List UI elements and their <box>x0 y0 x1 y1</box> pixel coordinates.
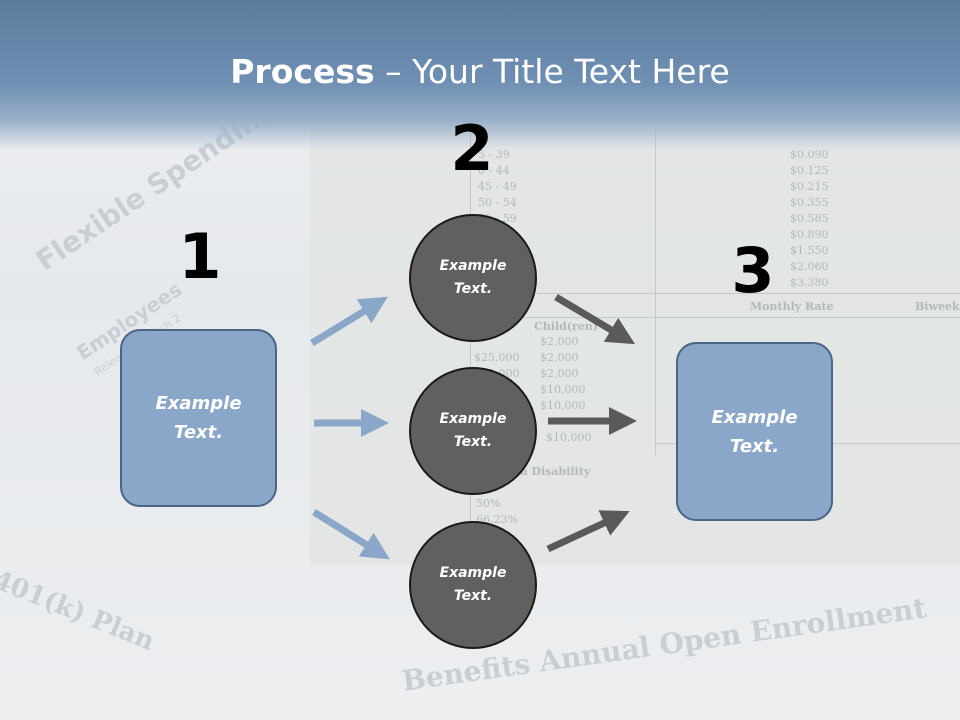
bg-rate-4: $0.585 <box>790 212 829 225</box>
circle-1-text-line2: Text. <box>453 281 493 297</box>
bg-cov-right-0: $2,000 <box>540 335 579 348</box>
step-number-3: 3 <box>731 234 775 307</box>
bg-cov-right-4: $10,000 <box>540 399 586 412</box>
circle-1: Example Text. <box>409 214 537 342</box>
step-number-1: 1 <box>178 220 222 293</box>
bg-monthly-rate: Monthly Rate <box>750 300 834 313</box>
step-3-box: Example Text. <box>676 342 833 521</box>
bg-percent-0: 50% <box>476 497 501 510</box>
step-1-text-line1: Example <box>155 393 242 414</box>
bg-rate-1: $0.125 <box>790 164 829 177</box>
bg-rate-2: $0.215 <box>790 180 829 193</box>
title-bold: Process <box>230 52 375 91</box>
bg-rate-7: $2.060 <box>790 260 829 273</box>
bg-cov-right-3: $10,000 <box>540 383 586 396</box>
title-banner <box>0 0 960 150</box>
bg-cov-right-1: $2,000 <box>540 351 579 364</box>
circle-3-text-line1: Example <box>439 565 507 581</box>
step-3-text-line1: Example <box>711 406 798 428</box>
bg-rate-3: $0.355 <box>790 196 829 209</box>
bg-cov-right-2: $2,000 <box>540 367 579 380</box>
bg-children: Child(ren) <box>534 320 599 333</box>
arrow-circle-1-to-3 <box>554 293 636 345</box>
slide-title: Process – Your Title Text Here <box>0 52 960 91</box>
circle-3: Example Text. <box>409 521 537 649</box>
circle-3-text-line2: Text. <box>453 588 493 604</box>
bg-age-1: 0 - 44 <box>478 164 510 177</box>
bg-rate-5: $0.890 <box>790 228 829 241</box>
step-number-2: 2 <box>450 112 494 185</box>
title-rest: – Your Title Text Here <box>374 52 730 91</box>
bg-disability: m Disability <box>516 465 591 478</box>
step-3-text-line2: Text. <box>729 435 780 457</box>
bg-cov-right-5: $10,000 <box>546 431 592 444</box>
bg-age-3: 50 - 54 <box>478 196 517 209</box>
bg-age-0: 5 - 39 <box>478 148 510 161</box>
bg-biweekly: Biweekl <box>915 300 960 313</box>
step-1-text-line2: Text. <box>173 422 224 443</box>
arrow-1-to-circle-1 <box>310 296 388 346</box>
bg-rate-0: $0.090 <box>790 148 829 161</box>
bg-age-2: 45 - 49 <box>478 180 517 193</box>
bg-rate-6: $1.550 <box>790 244 829 257</box>
step-1-box: Example Text. <box>120 329 277 507</box>
bg-cov-left-0: $25,000 <box>474 351 520 364</box>
arrow-circle-3-to-3 <box>546 510 630 553</box>
circle-2-text-line1: Example <box>439 411 507 427</box>
circle-2: Example Text. <box>409 367 537 495</box>
circle-1-text-line1: Example <box>439 258 507 274</box>
bg-rate-8: $3.380 <box>790 276 829 289</box>
circle-2-text-line2: Text. <box>453 434 493 450</box>
arrow-1-to-circle-3 <box>312 509 390 560</box>
